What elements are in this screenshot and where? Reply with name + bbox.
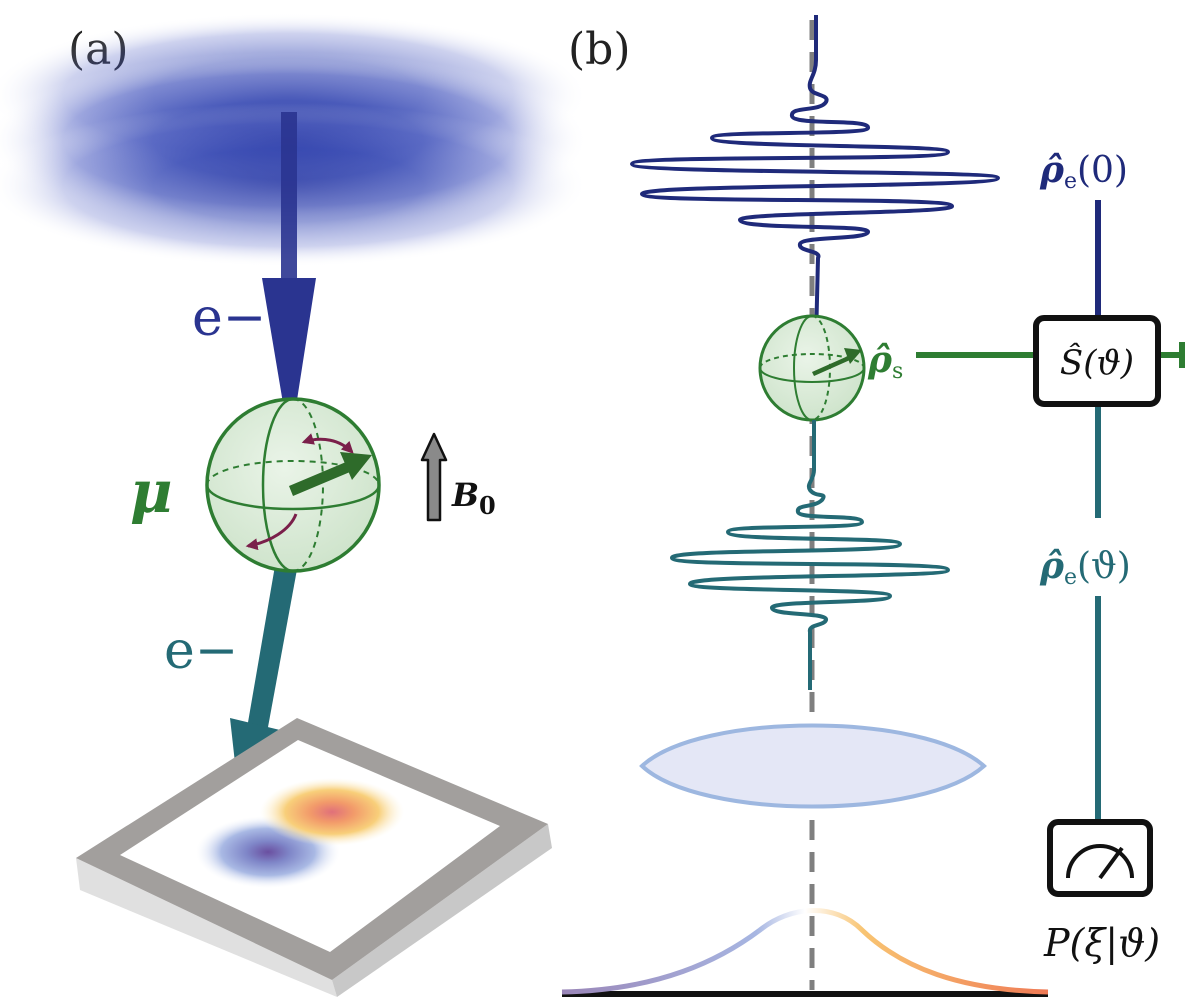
incoming-electron-arrow: [262, 112, 316, 445]
precession-arrow-top: [301, 433, 354, 454]
rho-e0-argument: (0): [1077, 150, 1128, 191]
rho-e0-symbol: ρ̂: [1039, 149, 1065, 191]
electron-lens: [639, 723, 987, 809]
rho-e0-subscript: e: [1064, 169, 1077, 194]
outgoing-electron-label: e−: [164, 621, 238, 681]
rho-s-subscript: s: [892, 359, 903, 384]
mu-label: μ: [130, 458, 172, 526]
magnetic-moment-arrow: [289, 452, 372, 496]
panel-b-label: (b): [568, 24, 631, 75]
rho-s-label: ρ̂s: [867, 339, 903, 384]
field-symbol: B: [451, 476, 479, 514]
gauge-icon: [1066, 844, 1134, 880]
probability-distribution: [561, 908, 1049, 997]
field-arrow: [420, 432, 448, 522]
rho-etheta-argument: (ϑ): [1077, 546, 1131, 587]
incoming-wavepacket: [630, 15, 1000, 341]
field-label: B0: [451, 476, 496, 520]
rho-etheta-symbol: ρ̂: [1039, 545, 1065, 587]
precession-arrow-bottom: [245, 513, 298, 551]
scattering-gate: Ŝ(ϑ): [1033, 315, 1161, 407]
rho-etheta-label: ρ̂e(ϑ): [1039, 545, 1131, 590]
rho-e0-label: ρ̂e(0): [1039, 149, 1128, 194]
circuit-wires: [916, 200, 1185, 822]
probability-label: P(ξ|ϑ): [1043, 921, 1160, 965]
outgoing-wavepacket: [669, 420, 950, 690]
sample-sphere: [758, 314, 866, 422]
scattering-gate-label: Ŝ(ϑ): [1060, 342, 1134, 383]
rho-etheta-subscript: e: [1064, 565, 1077, 590]
field-subscript: 0: [479, 491, 496, 520]
measurement-box: [1047, 819, 1153, 897]
diffraction-pattern: [196, 778, 404, 888]
rho-s-symbol: ρ̂: [867, 339, 893, 381]
incoming-electron-label: e−: [192, 288, 266, 348]
